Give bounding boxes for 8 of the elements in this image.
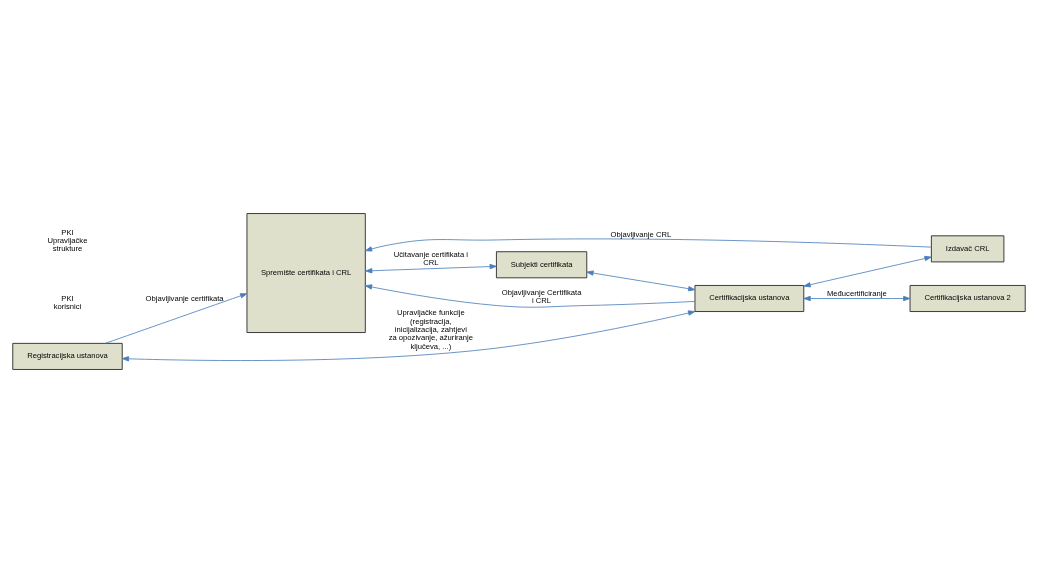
arrow xyxy=(365,263,497,274)
arrow xyxy=(365,238,932,252)
arrow xyxy=(105,293,248,344)
arrow xyxy=(364,284,696,308)
arrow xyxy=(121,310,696,362)
arrow xyxy=(586,270,696,292)
arrow xyxy=(803,295,911,302)
arrow xyxy=(803,255,932,288)
